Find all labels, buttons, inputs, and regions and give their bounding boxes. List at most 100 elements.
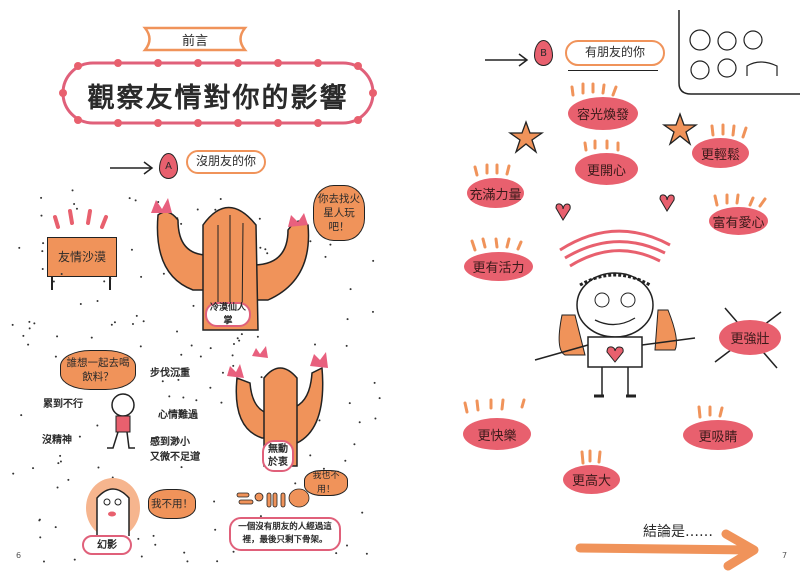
desert-dot [40,196,43,199]
ghost-illustration [86,478,140,538]
desert-dot [214,528,217,531]
desert-dot [198,452,201,455]
desert-dot [135,314,138,317]
badge-a: A [159,153,178,179]
benefit-relaxed: 更輕鬆 [692,138,749,168]
desert-dot [344,459,347,462]
desert-dot [216,560,219,563]
desert-dot [113,321,116,324]
desert-dot [75,207,78,210]
heading-b-label: 有朋友的你 [565,40,665,66]
desert-dot [232,364,235,367]
page-number-left: 6 [16,551,22,560]
desert-dot [59,460,62,463]
conclusion-arrow-icon [575,529,759,571]
benefit-stronger-crossed: 更強壯 [719,320,781,355]
desert-dot [346,318,349,321]
desert-dot [220,401,223,404]
desert-dot [28,327,31,330]
desert-dot [258,217,261,220]
desert-dot [41,250,44,253]
heading-a-label: 沒朋友的你 [186,150,266,174]
desert-dot [11,323,14,326]
desert-dot [56,335,59,338]
conclusion-text: 結論是…… [643,524,713,540]
badge-b: B [534,40,553,66]
desert-dot [109,277,112,280]
note-sad: 心情難過 [158,410,198,421]
desert-dot [96,300,99,303]
desert-dot [180,222,183,225]
desert-dot [335,552,338,555]
desert-dot [39,536,42,539]
desert-dot [221,371,224,374]
desert-dot [42,242,45,245]
desert-dot [27,343,30,346]
desert-dot [168,395,171,398]
desert-dot [59,454,62,457]
desert-dot [346,544,349,547]
desert-dot [240,333,243,336]
desert-dot [192,304,195,307]
benefit-energetic: 更有活力 [464,252,533,281]
desert-dot [140,275,143,278]
skeleton-illustration [236,488,310,508]
desert-dot [195,399,198,402]
cactus-label: 冷漠仙人掌 [205,302,251,327]
desert-dot [348,402,351,405]
skeleton-caption: 一個沒有朋友的人經過這裡，最後只剩下骨架。 [229,517,341,551]
ribbon-frame [142,26,248,52]
desert-dot [190,344,193,347]
desert-dot [209,347,212,350]
desert-dot [378,397,381,400]
desert-dot [214,208,217,211]
desert-dot [128,197,131,200]
desert-dot [236,337,239,340]
desert-dot [142,320,145,323]
desert-dot [40,214,43,217]
desert-dot [294,482,297,485]
desert-dot [33,322,36,325]
desert-dot [180,466,183,469]
desert-dot [313,343,316,346]
desert-dot [110,323,113,326]
desert-dot [345,344,348,347]
desert-dot [264,248,267,251]
skeleton-speech-bubble: 我也不用！ [304,470,348,496]
next-page-button[interactable] [740,525,780,565]
benefit-radiant: 容光煥發 [568,97,638,130]
star-icon [507,120,545,154]
desert-dot [373,381,376,384]
cactus2-label: 無動於衷 [262,440,294,472]
friends-illustration [678,10,800,95]
heart-icon [555,203,571,221]
desert-dot [12,472,15,475]
desert-dot [134,199,137,202]
desert-dot [353,443,356,446]
note-no-energy: 沒精神 [42,435,72,446]
desert-dot [232,550,235,553]
benefit-happier: 更開心 [575,153,638,185]
heading-underline [568,70,658,71]
desert-dot [238,339,241,342]
desert-dot [361,511,364,514]
page-number-right: 7 [782,551,788,560]
desert-dot [176,330,179,333]
desert-dot [57,462,60,465]
desert-dot [177,378,180,381]
desert-dot [73,203,76,206]
right-page: B 有朋友的你 [400,0,800,575]
desert-dot [79,303,82,306]
desert-dot [365,552,368,555]
arrow-icon [485,53,529,67]
desert-dot [309,240,312,243]
desert-dot [131,323,134,326]
ghost-speech-bubble: 我不用！ [148,489,196,519]
desert-dot [329,243,332,246]
desert-dot [54,526,57,529]
desert-dot [154,543,157,546]
desert-dot [266,252,269,255]
note-insignificant: 又微不足道 [150,452,200,463]
desert-dot [349,288,352,291]
desert-dot [137,537,140,540]
